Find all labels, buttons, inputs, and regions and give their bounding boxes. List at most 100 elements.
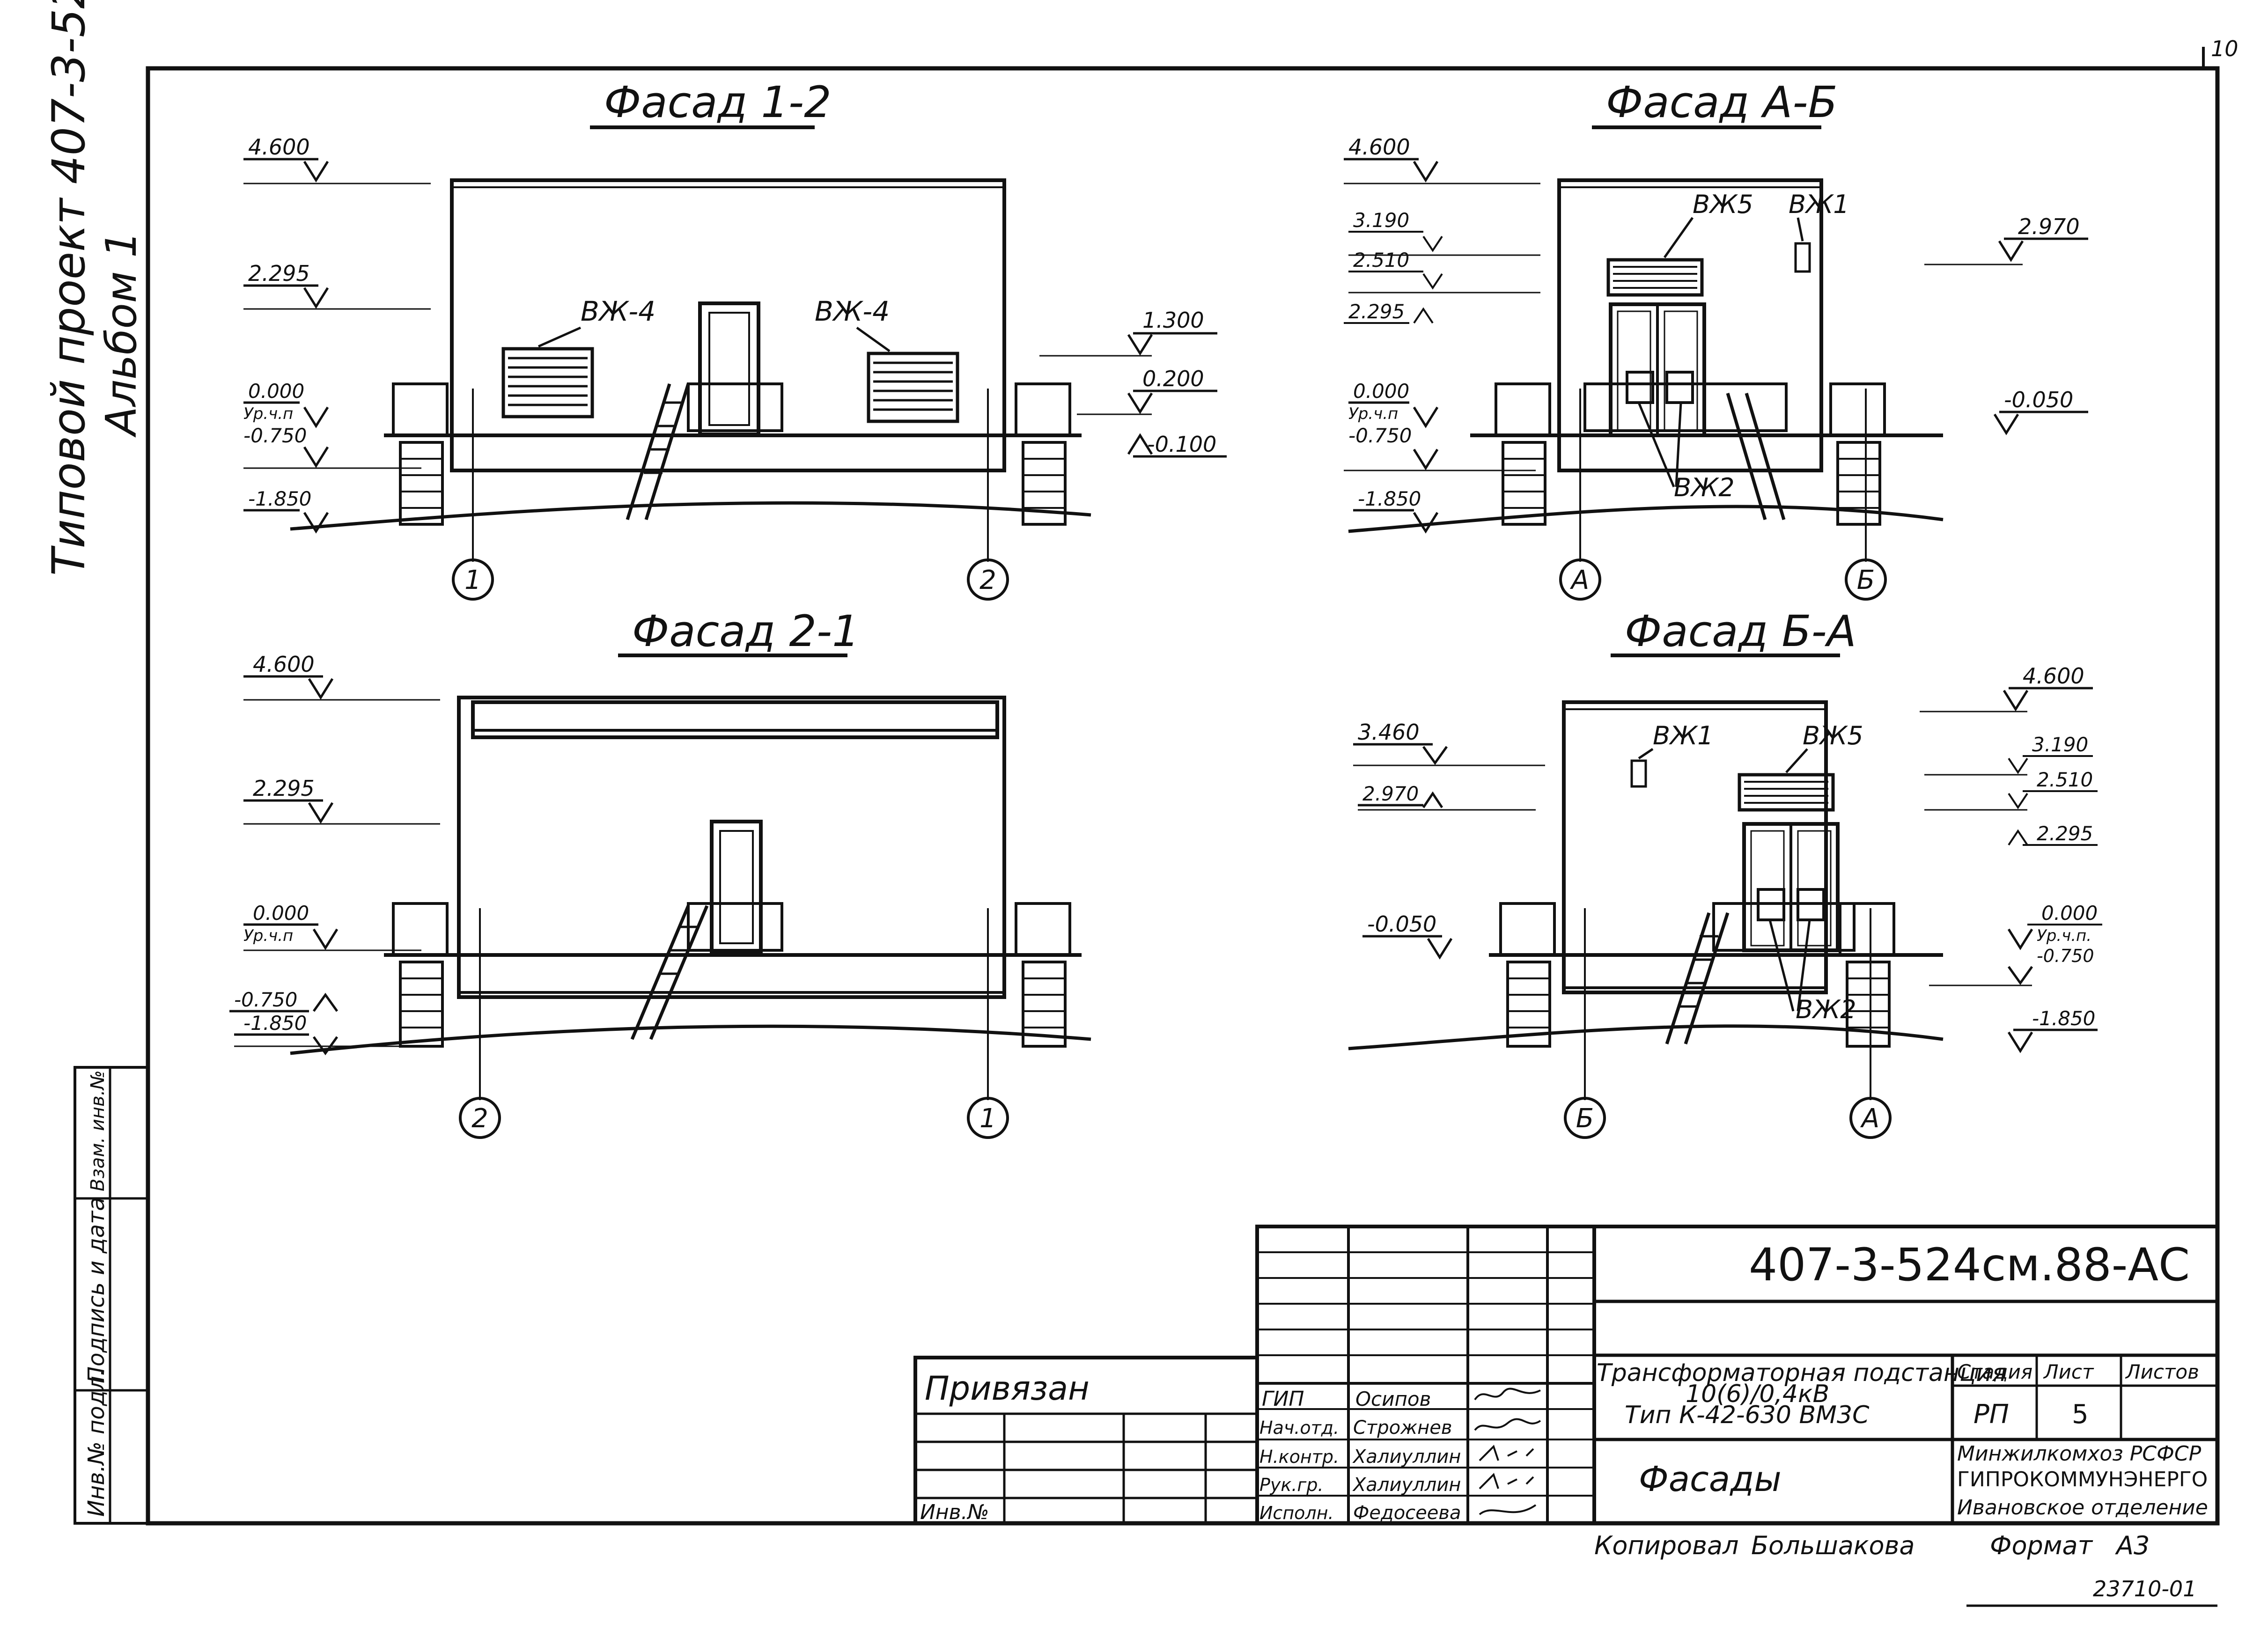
facade-title: Фасад 2-1: [632, 606, 860, 656]
level-mark: 2.970: [1362, 782, 1419, 805]
project-code-vertical: Типовой проект 407-3-524см.88: [43, 0, 95, 576]
signature-scribble: [1474, 1388, 1541, 1401]
org-line2: ГИПРОКОММУНЭНЕРГО: [1957, 1468, 2208, 1491]
facade-2-1: Фасад 2-1 2 1 4.600 2.295: [229, 606, 1091, 1139]
facade-1-2: Фасад 1-2: [243, 77, 1227, 601]
level-mark: 3.460: [1358, 720, 1420, 745]
facade-b-a: Фасад Б-А Б А: [1348, 606, 2102, 1139]
level-mark: -0.050: [1367, 911, 1436, 937]
level-mark: 1.300: [1142, 308, 1204, 333]
role-label: Исполн.: [1259, 1503, 1334, 1523]
level-mark: -0.750: [2037, 946, 2094, 966]
level-mark: -1.850: [248, 487, 311, 510]
axis-bubble: 2: [979, 565, 996, 595]
copied-label: Копировал: [1594, 1531, 1739, 1560]
level-mark: Ур.ч.п: [243, 926, 293, 945]
vent-label: ВЖ2: [1796, 995, 1856, 1024]
stage-header: Стадия: [1957, 1360, 2032, 1383]
stamp-signature-date: Подпись и дата: [83, 1197, 110, 1383]
level-mark: 4.600: [248, 134, 310, 160]
vent-label: ВЖ-4: [581, 295, 655, 327]
vent-label: ВЖ-4: [815, 295, 890, 327]
level-mark: 0.200: [1142, 366, 1204, 391]
org-line1: Минжилкомхоз РСФСР: [1957, 1442, 2202, 1466]
level-mark: -0.100: [1147, 432, 1216, 457]
level-mark: 3.190: [2032, 733, 2088, 756]
role-label: ГИП: [1262, 1387, 1304, 1411]
object-line1: Трансформаторная подстанция: [1597, 1359, 2006, 1387]
signature-scribble: [1474, 1418, 1541, 1431]
level-mark: Ур.ч.п: [1348, 404, 1398, 423]
sheet-value: 5: [2072, 1399, 2089, 1430]
object-line2: 10(6)/0,4кВ: [1686, 1380, 1829, 1408]
level-mark: 2.970: [2018, 214, 2080, 239]
role-label: Н.контр.: [1259, 1447, 1339, 1467]
level-mark: 0.000: [253, 902, 309, 925]
stamp-inv-podl: Инв.№ подл.: [83, 1369, 110, 1517]
format-label: Формат: [1990, 1531, 2093, 1560]
bound-label: Привязан: [925, 1369, 1090, 1408]
vent-label: ВЖ5: [1693, 190, 1753, 219]
axis-bubble: Б: [1857, 565, 1875, 595]
level-mark: -1.850: [2032, 1007, 2095, 1030]
role-label: Рук.гр.: [1259, 1475, 1324, 1495]
left-stamp: Инв.№ подл. Подпись и дата Взам. инв.№: [74, 1066, 149, 1525]
level-mark: 2.295: [248, 261, 310, 286]
level-mark: 2.295: [2037, 822, 2093, 845]
level-mark: 2.510: [1353, 249, 1409, 272]
vent-label: ВЖ5: [1803, 721, 1863, 750]
facade-title: Фасад Б-А: [1625, 606, 1856, 656]
name-cell: Осипов: [1355, 1388, 1431, 1410]
level-mark: 4.600: [253, 652, 315, 677]
object-line3: Тип К-42-630 ВМ3С: [1625, 1401, 1870, 1429]
axis-bubble: 1: [979, 1103, 996, 1134]
level-mark: 0.000: [2041, 902, 2098, 925]
inv-label: Инв.№: [920, 1500, 989, 1524]
archive-number: 23710-01: [2093, 1576, 2196, 1601]
signature-scribble: [1479, 1445, 1534, 1461]
level-mark: -1.850: [1358, 487, 1421, 510]
level-mark: 2.295: [1348, 300, 1405, 323]
level-mark: 2.510: [2037, 768, 2093, 791]
vent-label: ВЖ2: [1674, 473, 1735, 502]
name-cell: Федосеева: [1353, 1502, 1461, 1524]
name-cell: Строжнев: [1353, 1417, 1452, 1439]
level-mark: -0.750: [243, 424, 307, 447]
level-mark: -0.750: [234, 988, 297, 1011]
axis-bubble: А: [1860, 1103, 1879, 1134]
level-mark: -1.850: [243, 1012, 307, 1035]
facade-a-b: Фасад А-Б А Б: [1344, 77, 2088, 601]
name-cell: Халиуллин: [1352, 1446, 1461, 1468]
sheet-name: Фасады: [1639, 1459, 1782, 1499]
level-mark: 0.000: [1353, 380, 1409, 403]
vent-label: ВЖ1: [1789, 190, 1849, 219]
axis-bubble: 1: [464, 565, 481, 595]
facade-title: Фасад А-Б: [1606, 77, 1838, 127]
louvre-vzh4-left: [501, 347, 594, 419]
org-line3: Ивановское отделение: [1957, 1496, 2208, 1520]
title-block: Привязан Инв.№ ГИП Нач.отд. Н.контр. Рук…: [913, 1225, 2219, 1607]
axis-bubble: 2: [471, 1103, 488, 1134]
format-value: А3: [2115, 1531, 2150, 1560]
level-mark: 0.000: [248, 380, 304, 403]
document-code: 407-3-524см.88-АС: [1749, 1239, 2190, 1291]
axis-bubble: А: [1570, 565, 1589, 595]
name-cell: Халиуллин: [1352, 1474, 1461, 1496]
louvre-vzh4-right: [867, 352, 959, 423]
stamp-replace-inv: Взам. инв.№: [87, 1070, 109, 1191]
role-label: Нач.отд.: [1259, 1417, 1339, 1438]
level-mark: 3.190: [1353, 209, 1409, 232]
level-mark: -0.050: [2004, 387, 2073, 412]
stage-value: РП: [1973, 1399, 2009, 1430]
level-mark: Ур.ч.п.: [2037, 926, 2091, 945]
signature-scribble: [1479, 1504, 1537, 1515]
level-mark: 4.600: [1348, 134, 1410, 160]
axis-bubble: Б: [1576, 1103, 1594, 1134]
facade-title: Фасад 1-2: [604, 77, 832, 127]
copier-name: Большакова: [1751, 1531, 1915, 1560]
level-mark: Ур.ч.п: [243, 404, 293, 423]
level-mark: -0.750: [1348, 424, 1412, 447]
album-vertical: Альбом 1: [97, 231, 146, 438]
level-mark: 4.600: [2023, 663, 2084, 689]
